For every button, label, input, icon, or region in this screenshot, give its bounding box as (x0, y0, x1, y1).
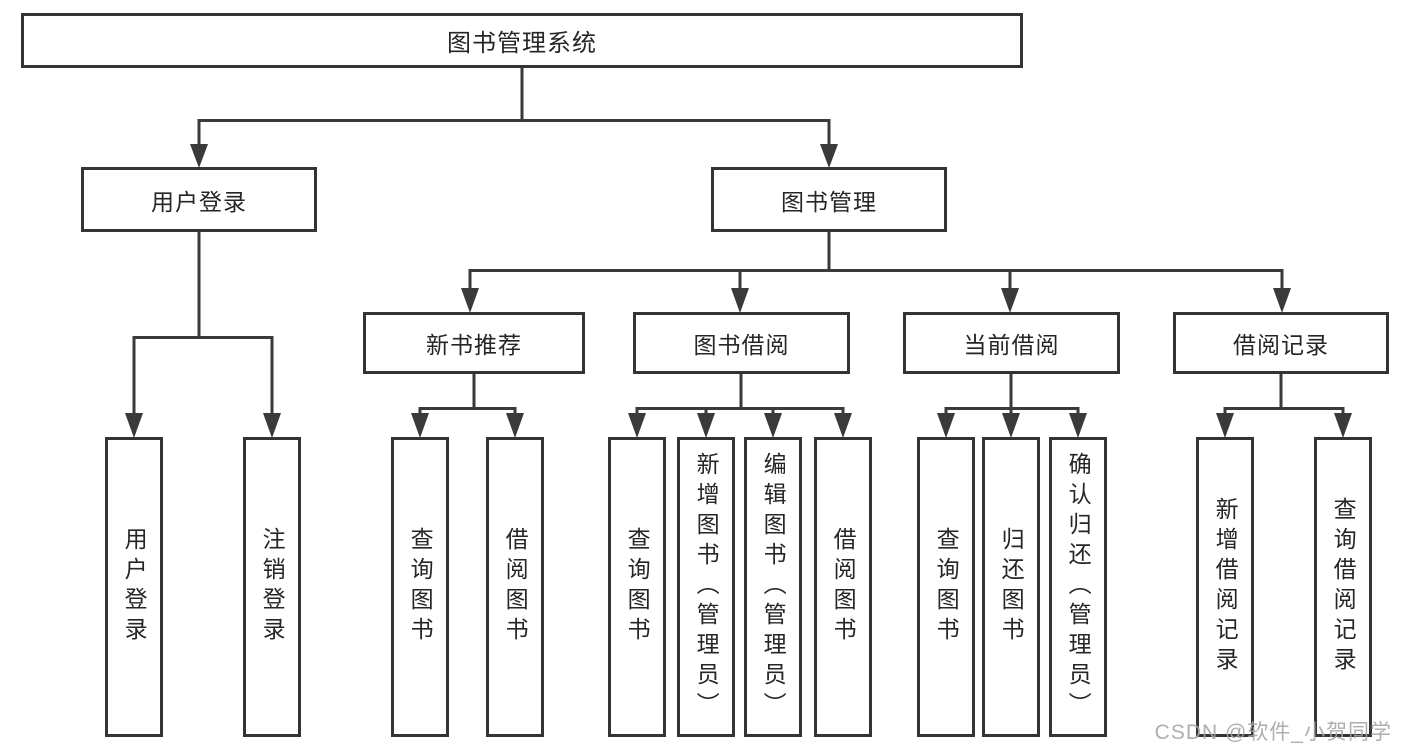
arrow-leaf-user-login (125, 413, 143, 438)
node-new-book-recommend-label: 新书推荐 (426, 332, 522, 358)
leaf-query-books-3-label: 查询图书 (933, 527, 960, 647)
leaf-user-login-label: 用户登录 (121, 527, 148, 647)
leaf-user-login: 用户登录 (105, 437, 163, 737)
arrow-leaf-query-borrow-record (1334, 413, 1352, 438)
leaf-logout-label: 注销登录 (259, 527, 286, 647)
node-new-book-recommend: 新书推荐 (363, 312, 585, 374)
leaf-query-borrow-record-label: 查询借阅记录 (1330, 497, 1357, 677)
node-book-management-label: 图书管理 (781, 188, 877, 215)
node-borrow-records: 借阅记录 (1173, 312, 1389, 374)
connector-arrowheads (125, 144, 1352, 438)
leaf-query-books-1-label: 查询图书 (407, 527, 434, 647)
node-root: 图书管理系统 (21, 13, 1023, 68)
connector-lines (132, 66, 1345, 415)
leaf-query-books-2-label: 查询图书 (624, 527, 651, 647)
arrow-borrow-records (1273, 288, 1291, 313)
leaf-confirm-return-admin: 确认归还（管理员） (1049, 437, 1107, 737)
arrow-leaf-query-books-3 (937, 413, 955, 438)
arrow-leaf-edit-book (764, 413, 782, 438)
node-borrow-records-label: 借阅记录 (1233, 332, 1329, 358)
arrow-current-borrow (1001, 288, 1019, 313)
leaf-add-borrow-record: 新增借阅记录 (1196, 437, 1254, 737)
arrow-leaf-borrow-books-1 (506, 413, 524, 438)
arrow-leaf-query-books-1 (411, 413, 429, 438)
csdn-watermark: CSDN @软件_小贺同学 (1154, 721, 1392, 744)
node-book-borrow: 图书借阅 (633, 312, 850, 374)
arrow-leaf-add-borrow-record (1216, 413, 1234, 438)
node-current-borrow-label: 当前借阅 (963, 332, 1060, 358)
leaf-borrow-books-1: 借阅图书 (486, 437, 544, 737)
leaf-edit-book-admin: 编辑图书（管理员） (744, 437, 802, 737)
leaf-confirm-return-admin-label: 确认归还（管理员） (1065, 452, 1092, 722)
node-root-label: 图书管理系统 (447, 30, 597, 57)
arrow-book-borrow (731, 288, 749, 313)
node-current-borrow: 当前借阅 (903, 312, 1120, 374)
arrow-leaf-borrow-books-2 (834, 413, 852, 438)
node-user-login-label: 用户登录 (151, 188, 247, 215)
node-book-management: 图书管理 (711, 167, 947, 232)
arrow-book-mgmt (820, 144, 838, 168)
arrow-new-books (461, 288, 479, 313)
arrow-leaf-query-books-2 (628, 413, 646, 438)
leaf-borrow-books-1-label: 借阅图书 (502, 527, 529, 647)
leaf-query-borrow-record: 查询借阅记录 (1314, 437, 1372, 737)
arrow-user-login (190, 144, 208, 168)
arrow-leaf-logout (263, 413, 281, 438)
leaf-return-books: 归还图书 (982, 437, 1040, 737)
leaf-logout: 注销登录 (243, 437, 301, 737)
node-book-borrow-label: 图书借阅 (693, 332, 790, 358)
leaf-add-borrow-record-label: 新增借阅记录 (1212, 497, 1239, 677)
arrow-leaf-return-books (1002, 413, 1020, 438)
leaf-add-book-admin-label: 新增图书（管理员） (693, 452, 720, 722)
arrow-leaf-confirm-return (1069, 413, 1087, 438)
leaf-add-book-admin: 新增图书（管理员） (677, 437, 735, 737)
leaf-query-books-2: 查询图书 (608, 437, 666, 737)
leaf-return-books-label: 归还图书 (998, 527, 1025, 647)
edge-leaf-drops (418, 407, 1345, 415)
arrow-leaf-add-book (697, 413, 715, 438)
leaf-borrow-books-2-label: 借阅图书 (830, 527, 857, 647)
leaf-edit-book-admin-label: 编辑图书（管理员） (760, 452, 787, 722)
node-user-login: 用户登录 (81, 167, 317, 232)
leaf-query-books-3: 查询图书 (917, 437, 975, 737)
leaf-query-books-1: 查询图书 (391, 437, 449, 737)
leaf-borrow-books-2: 借阅图书 (814, 437, 872, 737)
